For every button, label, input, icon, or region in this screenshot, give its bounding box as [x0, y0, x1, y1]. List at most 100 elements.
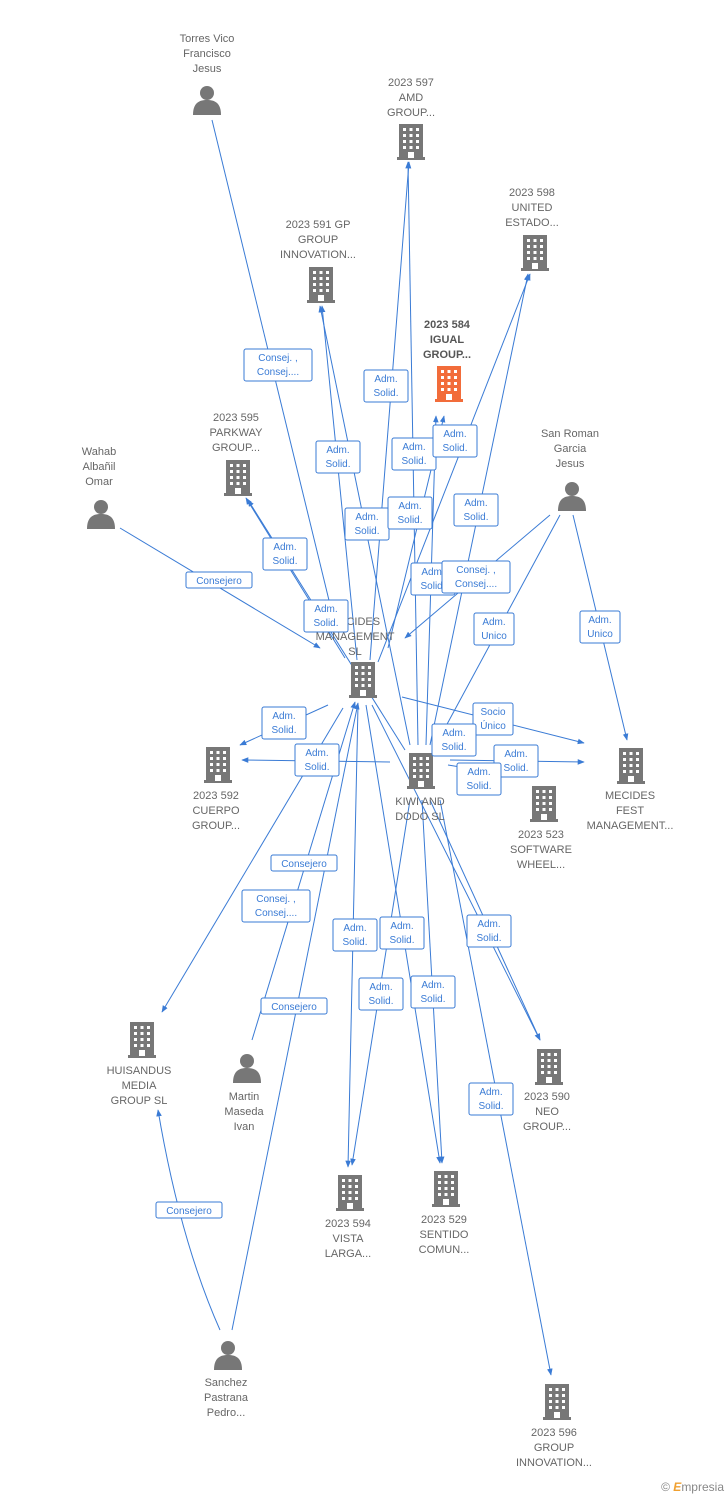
- node-neo[interactable]: 2023 590NEOGROUP...: [523, 1049, 571, 1133]
- edge-label-frame: [431, 723, 477, 757]
- edge-label-text: Adm.: [482, 617, 505, 628]
- edge-label-text: Solid.: [401, 456, 426, 467]
- edge-label-box[interactable]: Adm.Solid.: [410, 975, 456, 1009]
- edge-label-box[interactable]: Adm.Unico: [579, 610, 621, 644]
- edge-label-frame: [262, 537, 308, 571]
- node-label-line: AMD: [399, 92, 424, 104]
- edge-label-box[interactable]: Consejero: [185, 571, 253, 589]
- node-label-line: Sanchez: [205, 1377, 248, 1389]
- edge-label-box[interactable]: Consejero: [270, 854, 338, 872]
- node-software[interactable]: 2023 523SOFTWAREWHEEL...: [510, 786, 572, 871]
- edge-label-box[interactable]: Adm.Solid.: [387, 496, 433, 530]
- copyright-symbol: ©: [661, 1480, 670, 1494]
- edge-label-box[interactable]: Adm.Solid.: [391, 437, 437, 471]
- edge-label-text: Adm.: [305, 748, 328, 759]
- node-label-line: San Roman: [541, 428, 599, 440]
- edge-label-text: Adm.: [390, 921, 413, 932]
- edge-label-box[interactable]: Consej. ,Consej....: [243, 348, 313, 382]
- edge-label-box[interactable]: Adm. Solid.: [294, 743, 340, 777]
- edge-label-box[interactable]: Adm.Solid.: [493, 744, 539, 778]
- node-label-line: WHEEL...: [517, 859, 565, 871]
- node-label-line: DODO SL: [395, 811, 445, 823]
- node-label-line: SL: [348, 646, 361, 658]
- node-sanchez[interactable]: SanchezPastranaPedro...: [204, 1341, 249, 1419]
- edge-label-text: Consej. ,: [456, 565, 495, 576]
- node-label-line: INNOVATION...: [280, 249, 356, 261]
- edge-label-frame: [453, 493, 499, 527]
- node-mecidesfest[interactable]: MECIDESFESTMANAGEMENT...: [587, 748, 674, 832]
- edge-label-box[interactable]: Adm.Solid.: [453, 493, 499, 527]
- node-label-line: Francisco: [183, 48, 231, 60]
- edge-label-box[interactable]: Consej. ,Consej....: [241, 889, 311, 923]
- node-vista[interactable]: 2023 594VISTALARGA...: [325, 1175, 371, 1260]
- edge-label-box[interactable]: Adm. Unico: [473, 612, 515, 646]
- building-icon: [543, 1384, 571, 1420]
- edge-label-box[interactable]: Consejero: [260, 997, 328, 1015]
- edge-label-box[interactable]: Consejero: [155, 1201, 223, 1219]
- edge-label-box[interactable]: Adm.Solid.: [344, 507, 390, 541]
- edge-label-frame: [243, 348, 313, 382]
- node-parkway[interactable]: 2023 595PARKWAYGROUP...: [210, 412, 264, 496]
- edge-label-text: Consejero: [166, 1206, 212, 1217]
- edge-label-text: Unico: [587, 629, 613, 640]
- edge-label-box[interactable]: Adm.Solid.: [303, 599, 349, 633]
- node-amd[interactable]: 2023 597AMDGROUP...: [387, 77, 435, 160]
- edge-label-text: Consej. ,: [256, 894, 295, 905]
- edge-label-text: Solid.: [420, 581, 445, 592]
- node-label-line: MANAGEMENT...: [587, 820, 674, 832]
- edge-mecides-to-united: [377, 273, 531, 663]
- node-label-line: SOFTWARE: [510, 844, 572, 856]
- node-sentido[interactable]: 2023 529SENTIDOCOMUN...: [419, 1171, 470, 1256]
- edge-label-text: Solid.: [373, 388, 398, 399]
- edge-label-text: Adm.: [464, 498, 487, 509]
- node-gp591[interactable]: 2023 591 GPGROUPINNOVATION...: [280, 219, 356, 303]
- edge-label-text: Consej....: [455, 579, 497, 590]
- edge-label-frame: [387, 496, 433, 530]
- node-label-line: Pastrana: [204, 1392, 249, 1404]
- edge-label-box[interactable]: Adm.Solid.: [456, 762, 502, 796]
- edge-label-box[interactable]: Adm.Solid.: [261, 706, 307, 740]
- edge-label-text: Adm.: [272, 711, 295, 722]
- node-label-line: UNITED: [512, 202, 553, 214]
- edge-label-text: Solid.: [304, 762, 329, 773]
- edge-label-box[interactable]: Adm.Solid.: [466, 914, 512, 948]
- edge-label-box[interactable]: Adm.Solid.: [332, 918, 378, 952]
- node-label-line: COMUN...: [419, 1244, 470, 1256]
- node-cuerpo[interactable]: 2023 592CUERPOGROUP...: [192, 747, 240, 832]
- edge-label-box[interactable]: Adm.Solid.: [358, 977, 404, 1011]
- edge-mecides-to-neo: [371, 704, 541, 1041]
- node-label-line: 2023 592: [193, 790, 239, 802]
- edge-label-text: Unico: [481, 631, 507, 642]
- node-gp596[interactable]: 2023 596GROUPINNOVATION...: [516, 1384, 592, 1469]
- node-label-line: GROUP: [298, 234, 338, 246]
- edge-label-box[interactable]: Consej. , Consej....: [441, 560, 511, 594]
- node-label-line: MANAGEMENT: [316, 631, 395, 643]
- node-united[interactable]: 2023 598UNITEDESTADO...: [505, 187, 559, 271]
- edge-label-text: Solid.: [420, 994, 445, 1005]
- node-igual[interactable]: 2023 584IGUALGROUP...: [423, 319, 471, 402]
- edge-label-box[interactable]: Adm.Solid.: [315, 440, 361, 474]
- edge-label-frame: [261, 706, 307, 740]
- node-label-line: SENTIDO: [420, 1229, 469, 1241]
- edge-label-box[interactable]: Adm.Solid.: [379, 916, 425, 950]
- building-icon: [435, 366, 463, 402]
- edge-label-text: Adm.: [442, 728, 465, 739]
- building-icon: [307, 267, 335, 303]
- edge-label-box[interactable]: Adm.Solid.: [432, 424, 478, 458]
- node-label-line: ESTADO...: [505, 217, 559, 229]
- building-icon: [336, 1175, 364, 1211]
- node-label-line: 2023 597: [388, 77, 434, 89]
- node-label-line: 2023 596: [531, 1427, 577, 1439]
- edge-label-box[interactable]: Adm.Solid.: [363, 369, 409, 403]
- edge-label-box[interactable]: Adm.Solid.: [262, 537, 308, 571]
- edge-label-box[interactable]: Adm.Solid.: [431, 723, 477, 757]
- edge-label-box[interactable]: Adm.Solid.: [468, 1082, 514, 1116]
- edge-label-text: Consej. ,: [258, 353, 297, 364]
